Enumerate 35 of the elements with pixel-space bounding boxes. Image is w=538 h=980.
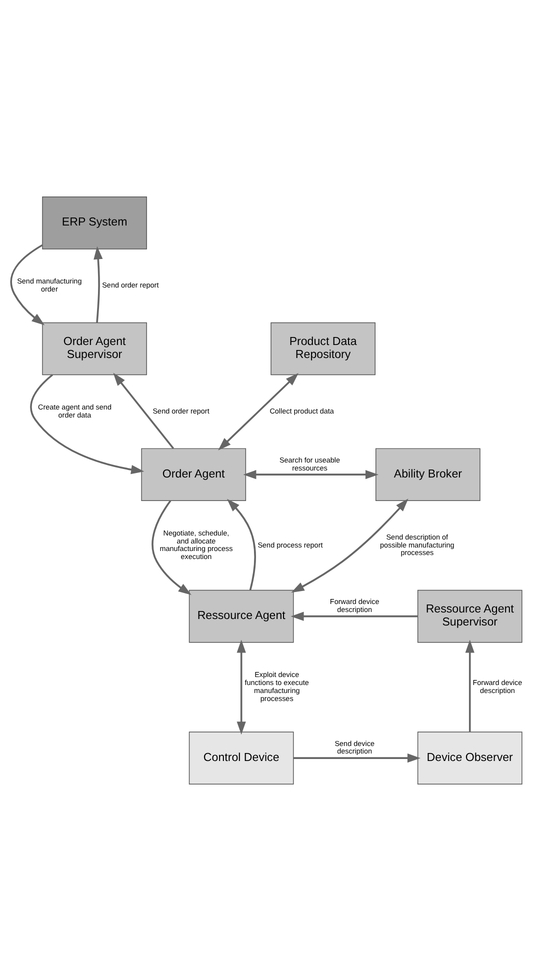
edge-label: Send process report <box>258 540 323 549</box>
edge-label: Forward device description <box>472 678 522 694</box>
arrow <box>94 246 103 322</box>
edge-label: Collect product data <box>270 406 334 415</box>
edge-label: Send order report <box>102 280 159 290</box>
edge-label: Send manufacturing order <box>17 276 82 294</box>
edge-label: Create agent and send order data <box>38 402 112 419</box>
node-box: Control Device <box>188 731 294 784</box>
arrow <box>218 372 299 450</box>
node-box: Order Agent Supervisor <box>42 322 147 375</box>
node-box: Device Observer <box>417 731 522 784</box>
node-box: Product Data Repository <box>270 322 376 375</box>
arrow <box>465 639 474 732</box>
arrow <box>226 498 256 590</box>
edge-label: Search for useable ressources <box>279 454 340 472</box>
arrow <box>152 500 192 594</box>
node-box: Order Agent <box>141 448 246 500</box>
arrow <box>236 639 246 734</box>
edge-label: Exploit device functions to execute manufacturing processes <box>244 670 309 702</box>
edge-label: Send description of possible manufacturing processes <box>380 532 454 557</box>
node-box: Ressource Agent <box>188 589 294 642</box>
edge-label: Send order report <box>152 406 210 415</box>
arrow <box>10 244 45 325</box>
arrow <box>113 372 174 448</box>
edge-label: Negotiate, schedule, and allocate manufacturing process execution <box>160 528 233 561</box>
edge-label: Forward device description <box>330 596 380 614</box>
arrow <box>30 374 144 474</box>
arrow <box>293 753 420 762</box>
node-box: Ressource Agent Supervisor <box>417 589 522 642</box>
edge-label: Send device description <box>334 738 374 756</box>
arrow <box>290 611 418 620</box>
node-box: ERP System <box>42 196 147 249</box>
arrow <box>291 498 408 592</box>
node-box: Ability Broker <box>376 448 480 500</box>
arrow <box>243 470 379 479</box>
